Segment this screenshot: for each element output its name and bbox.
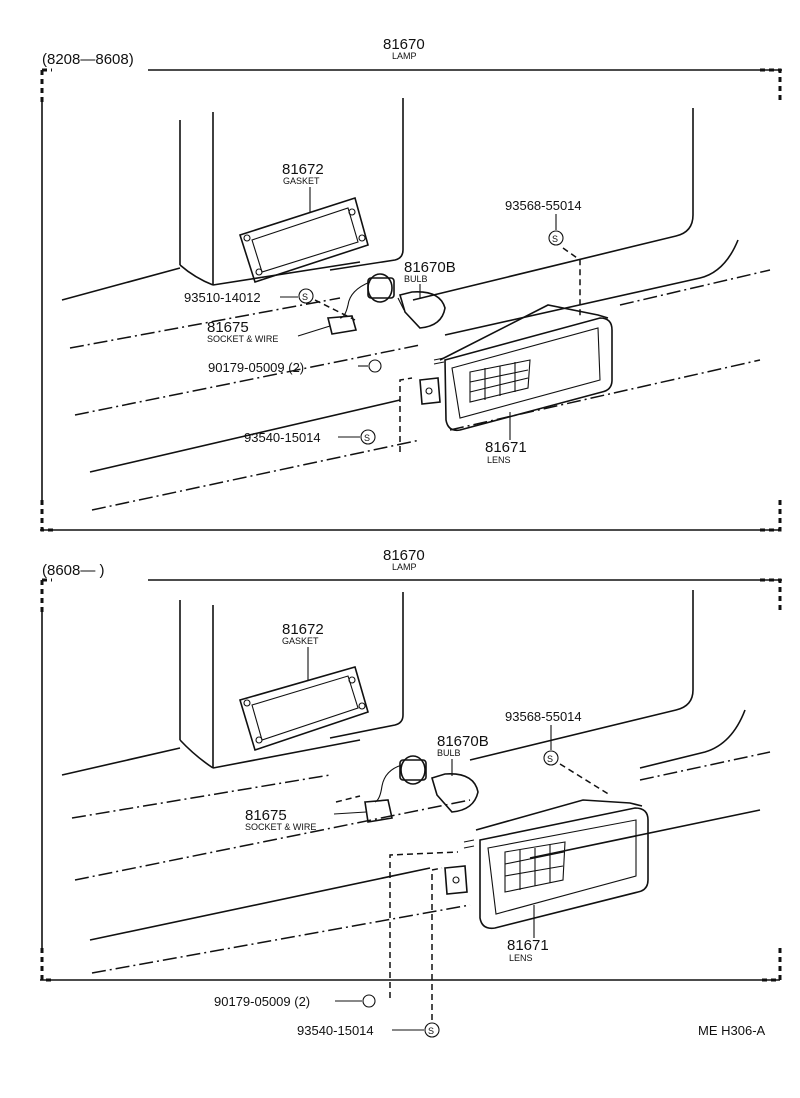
frame-corner [40,578,52,615]
s-circle-icon [424,1022,440,1038]
svg-text:S: S [547,754,553,764]
svg-text:S: S [428,1026,434,1036]
bulb [431,773,479,813]
ref-label: 93568-55014 [505,198,582,213]
lamp-name: LAMP [392,562,417,572]
s-circle-icon [548,230,564,246]
svg-text:S: S [364,433,370,443]
socket [364,755,427,823]
ref-label: 93540-15014 [244,430,321,445]
socket [326,273,395,335]
range-label: (8608— ) [42,562,105,579]
diagram-code: ME H306-A [698,1023,766,1038]
gasket-name: GASKET [283,176,320,186]
c-circle-icon [368,359,382,373]
socket-name: SOCKET & WIRE [207,334,278,344]
body-panel [61,98,771,511]
socket-number: 81675 [245,807,287,824]
frame-corner [760,948,782,982]
lamp-number: 81670 [383,547,425,564]
section-2: (8608— ) 81670 LAMP [40,547,782,1038]
lamp-name: LAMP [392,51,417,61]
bulb-number: 81670B [437,733,489,750]
nut-icon [362,994,376,1008]
lens-name: LENS [487,455,511,465]
lamp-housing [419,304,613,432]
lens-number: 81671 [485,439,527,456]
bulb-name: BULB [404,274,428,284]
s-circle-icon [543,750,559,766]
lamp-housing [444,799,649,930]
bulb-name: BULB [437,748,461,758]
socket-number: 81675 [207,319,249,336]
gasket-number: 81672 [282,161,324,178]
bulb [397,291,446,329]
ref-label: 93510-14012 [184,290,261,305]
lens-name: LENS [509,953,533,963]
ref-label: 90179-05009 (2) [214,994,310,1009]
s-circle-icon [298,288,314,304]
gasket [239,666,369,752]
frame-corner [760,578,782,610]
body-panel [61,590,771,974]
frame-corner [40,68,52,105]
gasket-number: 81672 [282,621,324,638]
section-1: (8208—8608) 81670 LAMP [40,36,782,532]
svg-text:S: S [552,234,558,244]
bulb-number: 81670B [404,259,456,276]
lamp-number: 81670 [383,36,425,53]
lens-number: 81671 [507,937,549,954]
frame-corner [40,500,55,532]
ref-label: 93540-15014 [297,1023,374,1038]
ref-label: 93568-55014 [505,709,582,724]
frame-corner [760,68,782,100]
s-circle-icon [360,429,376,445]
ref-label: 90179-05009 (2) [208,360,304,375]
svg-text:S: S [302,292,308,302]
gasket [238,196,369,284]
gasket-name: GASKET [282,636,319,646]
frame-corner [760,500,782,532]
socket-name: SOCKET & WIRE [245,822,316,832]
frame-corner [40,948,55,982]
range-label: (8208—8608) [42,51,134,68]
